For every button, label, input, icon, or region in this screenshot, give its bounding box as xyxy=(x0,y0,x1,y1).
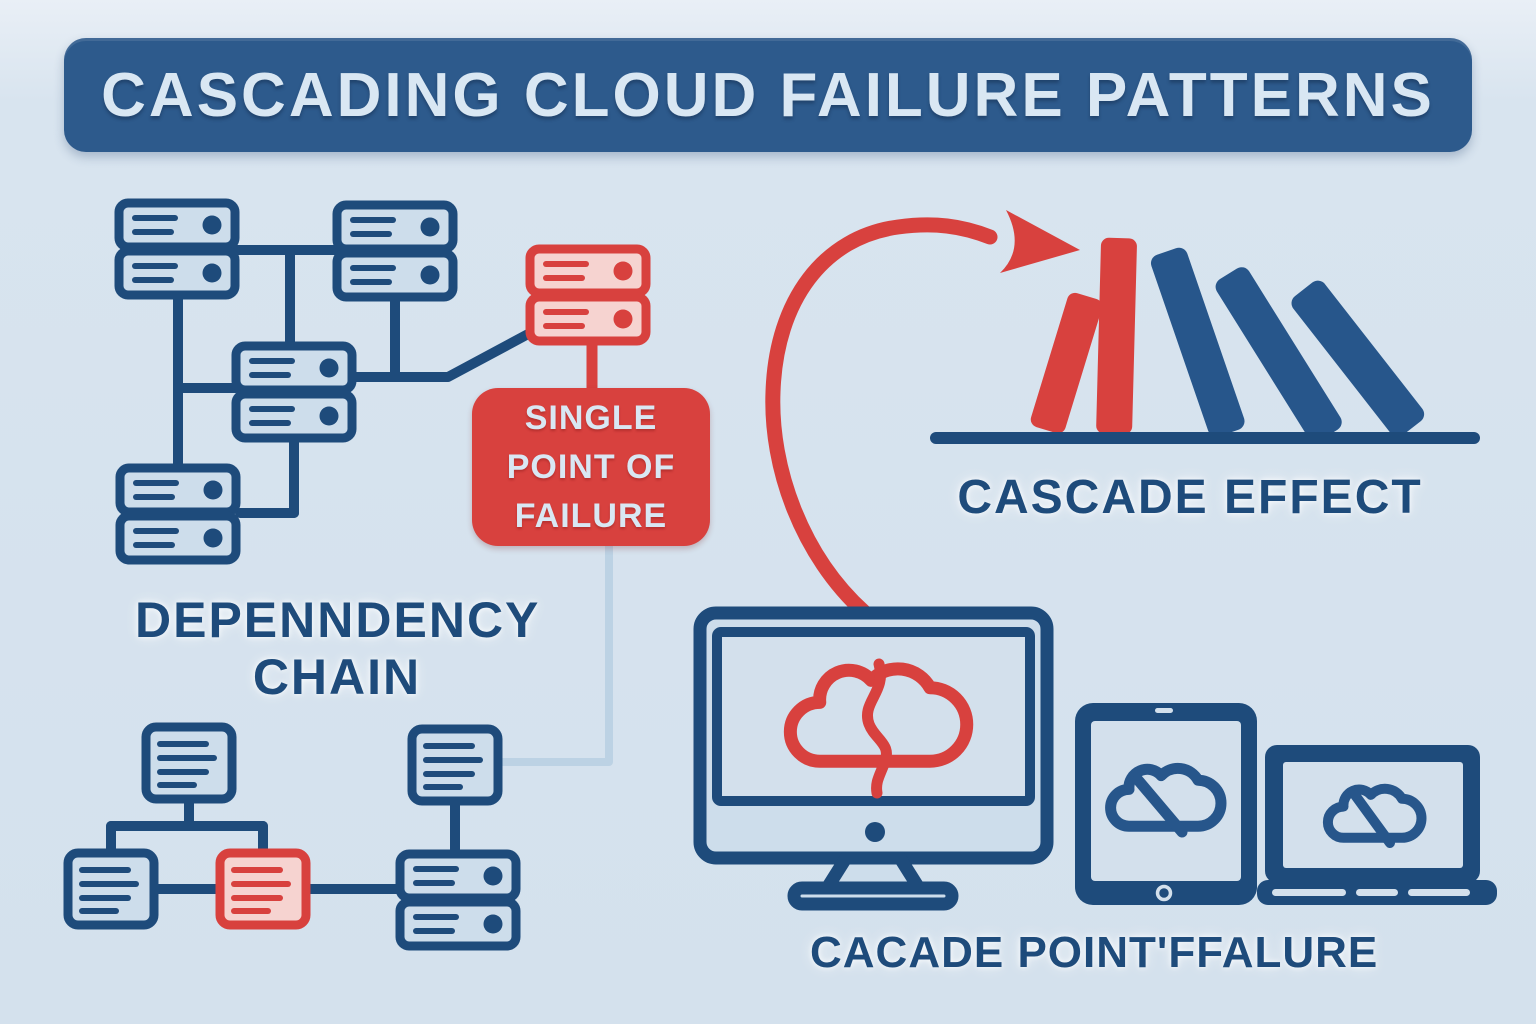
title-banner: CASCADING CLOUD FAILURE PATTERNS xyxy=(64,38,1472,152)
broken-cloud-icon xyxy=(790,658,966,799)
spof-line: POINT OF xyxy=(506,447,676,486)
domino-icon xyxy=(1150,247,1245,437)
tablet-icon xyxy=(1075,703,1257,905)
spof-to-tree-link xyxy=(494,542,613,766)
dependency-chain-connectors xyxy=(173,245,535,518)
domino-icon xyxy=(1096,237,1137,435)
monitor-camera-dot xyxy=(865,822,885,842)
server-stack-icon xyxy=(400,854,516,946)
broken-cloud-icon xyxy=(1328,789,1422,848)
domino-icon xyxy=(1215,267,1342,442)
server-stack-icon xyxy=(236,346,352,438)
monitor-icon xyxy=(693,606,1054,911)
single-point-of-failure-badge: SINGLE POINT OF FAILURE xyxy=(472,388,710,546)
dependency-chain-label-line: CHAIN xyxy=(252,649,422,705)
falling-dominoes-icon xyxy=(930,237,1480,444)
tablet-home-button xyxy=(1155,884,1173,902)
page-title: CASCADING CLOUD FAILURE PATTERNS xyxy=(101,60,1435,130)
monitor-base xyxy=(787,881,959,911)
broken-cloud-icon xyxy=(1111,768,1221,838)
server-stack-icon xyxy=(337,205,453,297)
cascade-point-failure-label: CACADE POINT'FFALURE xyxy=(810,928,1379,977)
node-box-icon xyxy=(68,853,154,925)
node-box-icon xyxy=(146,727,232,799)
dependency-chain-label: DEPENNDENCY CHAIN xyxy=(135,592,539,706)
laptop-icon xyxy=(1257,745,1497,905)
spof-line: FAILURE xyxy=(514,496,668,535)
spof-line: SINGLE xyxy=(524,398,658,437)
cascade-effect-label: CASCADE EFFECT xyxy=(957,471,1423,524)
node-box-icon xyxy=(412,729,498,801)
dependency-chain-label-line: DEPENNDENCY xyxy=(135,592,541,648)
domino-icon xyxy=(1291,280,1425,437)
domino-icon xyxy=(1030,292,1103,434)
failed-node-icon xyxy=(220,853,306,925)
failed-server-icon xyxy=(530,249,646,341)
server-stack-icon xyxy=(119,203,235,295)
tablet-speaker xyxy=(1155,708,1173,713)
cascade-arrow-icon xyxy=(765,210,1080,620)
server-stack-icon xyxy=(120,468,236,560)
